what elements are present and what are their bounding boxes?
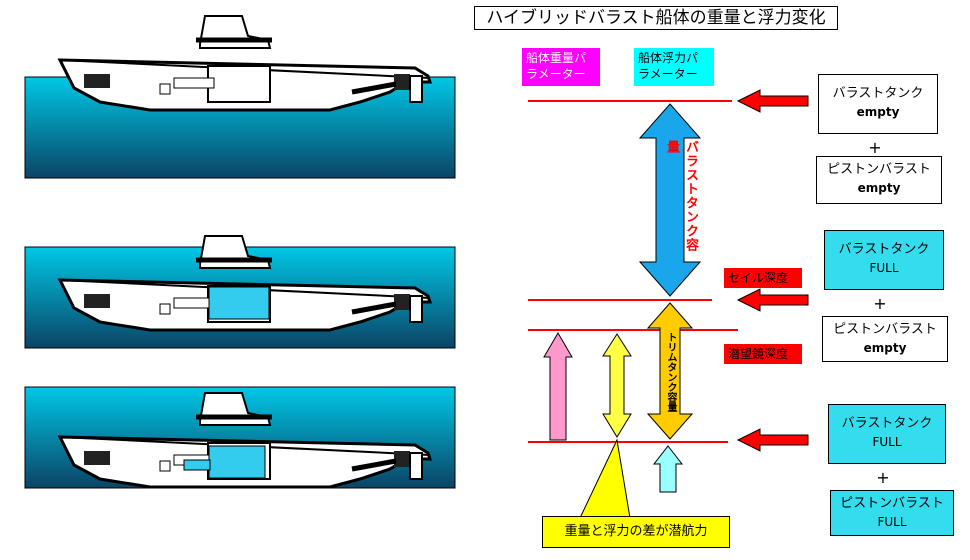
weight-arrow-icon bbox=[543, 332, 573, 441]
ballast-tank-box: バラストタンク FULL bbox=[824, 230, 944, 290]
plus-sign: + bbox=[873, 294, 887, 313]
ballast-tank-fill bbox=[208, 286, 270, 320]
piston-ballast-box: ピストンバラスト empty bbox=[822, 316, 948, 362]
diving-force-callout: 重量と浮力の差が潜航力 bbox=[542, 516, 730, 548]
trim-capacity-label: トリムタンク容量 bbox=[665, 332, 676, 412]
piston-ballast-title: ピストンバラスト bbox=[840, 496, 944, 511]
piston-ballast-box: ピストンバラスト empty bbox=[816, 156, 942, 204]
weight-parameter-label: 船体重量パラメーター bbox=[522, 48, 600, 86]
scene-empty bbox=[24, 16, 456, 179]
ballast-tank-state: empty bbox=[856, 105, 900, 119]
ballast-tank-state: FULL bbox=[869, 261, 899, 275]
submarine-hull bbox=[60, 16, 430, 110]
ballast-tank-box: バラストタンク empty bbox=[818, 74, 938, 134]
ballast-tank-title: バラストタンク bbox=[838, 242, 930, 257]
callout-pointer bbox=[579, 438, 631, 519]
pointer-arrow-icon bbox=[736, 428, 809, 452]
ballast-tank-title: バラストタンク bbox=[832, 86, 924, 101]
diagram-title: ハイブリッドバラスト船体の重量と浮力変化 bbox=[474, 6, 838, 30]
buoyancy-parameter-label: 船体浮力パラメーター bbox=[634, 48, 714, 86]
piston-ballast-title: ピストンバラスト bbox=[827, 162, 931, 177]
ballast-tank-fill bbox=[208, 445, 266, 479]
pointer-arrow-icon bbox=[736, 288, 809, 312]
buoyancy-arrow-icon bbox=[602, 333, 632, 438]
piston-ballast-box: ピストンバラスト FULL bbox=[830, 490, 954, 536]
pointer-arrow-icon bbox=[736, 89, 809, 113]
plus-sign: + bbox=[876, 468, 890, 487]
piston-ballast-title: ピストンバラスト bbox=[833, 322, 937, 337]
piston-ballast-state: empty bbox=[863, 341, 907, 355]
ballast-tank-box: バラストタンク FULL bbox=[828, 404, 946, 464]
scene-ballast-full bbox=[24, 236, 456, 349]
piston-ballast-fill bbox=[183, 459, 211, 471]
periscope-depth-tag: 潜望鏡深度 bbox=[724, 344, 802, 364]
ballast-capacity-arrow-icon bbox=[638, 103, 702, 297]
plus-sign: + bbox=[868, 138, 882, 157]
ballast-tank-state: FULL bbox=[872, 435, 902, 449]
piston-ballast-state: FULL bbox=[877, 515, 907, 529]
ballast-capacity-label: バラストタンク容量 bbox=[664, 140, 698, 252]
ballast-tank-title: バラストタンク bbox=[841, 416, 933, 431]
sail-depth-tag: セイル深度 bbox=[724, 268, 802, 288]
buoyancy-up-arrow-icon bbox=[652, 445, 684, 493]
piston-ballast-state: empty bbox=[857, 181, 901, 195]
scene-all-full bbox=[24, 386, 456, 488]
trim-capacity-arrow-icon bbox=[646, 302, 694, 440]
